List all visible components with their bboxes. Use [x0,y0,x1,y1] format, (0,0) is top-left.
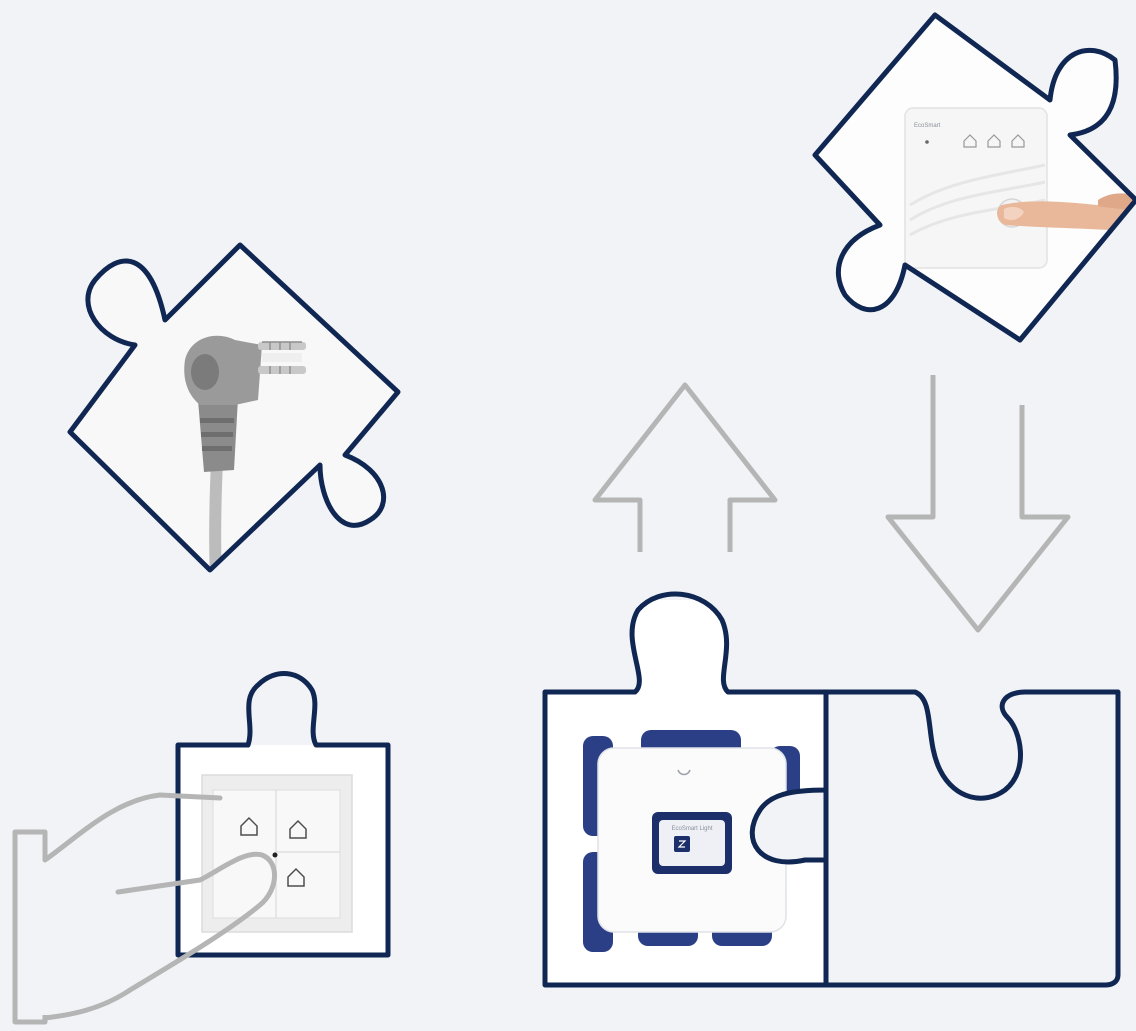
ventilation-unit-piece: EcoSmart Light [542,591,829,988]
power-plug-icon [184,335,306,570]
home-icon [1011,134,1025,148]
plug-piece [67,242,401,573]
wall-switch-piece [175,671,391,958]
arrow-up [592,382,778,552]
unit-label: EcoSmart Light [671,826,712,832]
finger-icon [997,193,1136,232]
plug-piece-outline [67,242,401,573]
home-icon [987,134,1001,148]
home-icon [287,867,305,887]
ventilation-unit-piece-outline [542,591,829,988]
arrow-down-icon [885,375,1071,633]
ventilation-unit-icon: EcoSmart Light [583,730,800,952]
wall-switch-piece-outline [175,671,391,958]
hand-icon [12,792,277,1025]
remote-piece: EcoSmart [812,12,1136,343]
empty-slot-outline [823,689,1121,988]
arrow-up-icon [592,382,778,552]
wireless-remote-icon: EcoSmart [904,107,1048,269]
remote-brand-label: EcoSmart [914,123,941,129]
wall-switch-icon [201,774,353,933]
home-icon [289,819,307,839]
home-icon [240,816,258,836]
arrow-down [885,375,1071,633]
home-icon [963,134,977,148]
empty-slot-piece [823,689,1121,988]
remote-piece-outline [812,12,1136,343]
